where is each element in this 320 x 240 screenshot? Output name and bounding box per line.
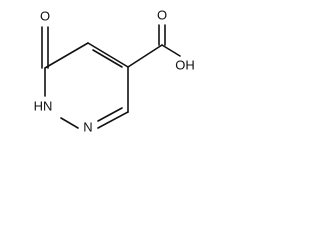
bond-c4-n: [97, 111, 129, 129]
bond-c-oh: [161, 44, 181, 57]
atom-oh-label: OH: [175, 57, 195, 72]
bond-c2-c3: [87, 42, 129, 68]
atom-o-carbonyl-label: O: [157, 7, 167, 22]
structure-canvas: O HN N O OH: [0, 0, 200, 138]
bond-n-nh: [60, 117, 79, 129]
atom-n-label: N: [83, 119, 92, 134]
bond-c2-c3-inner: [92, 49, 123, 68]
molecule-drawing: O HN N O OH: [34, 7, 195, 134]
atom-nh-label: HN: [34, 98, 53, 113]
atom-o-keto-label: O: [40, 8, 50, 23]
bond-c4-n-inner: [97, 107, 123, 122]
bond-ring-cooh: [127, 44, 163, 68]
bond-c1-c2: [44, 42, 89, 69]
